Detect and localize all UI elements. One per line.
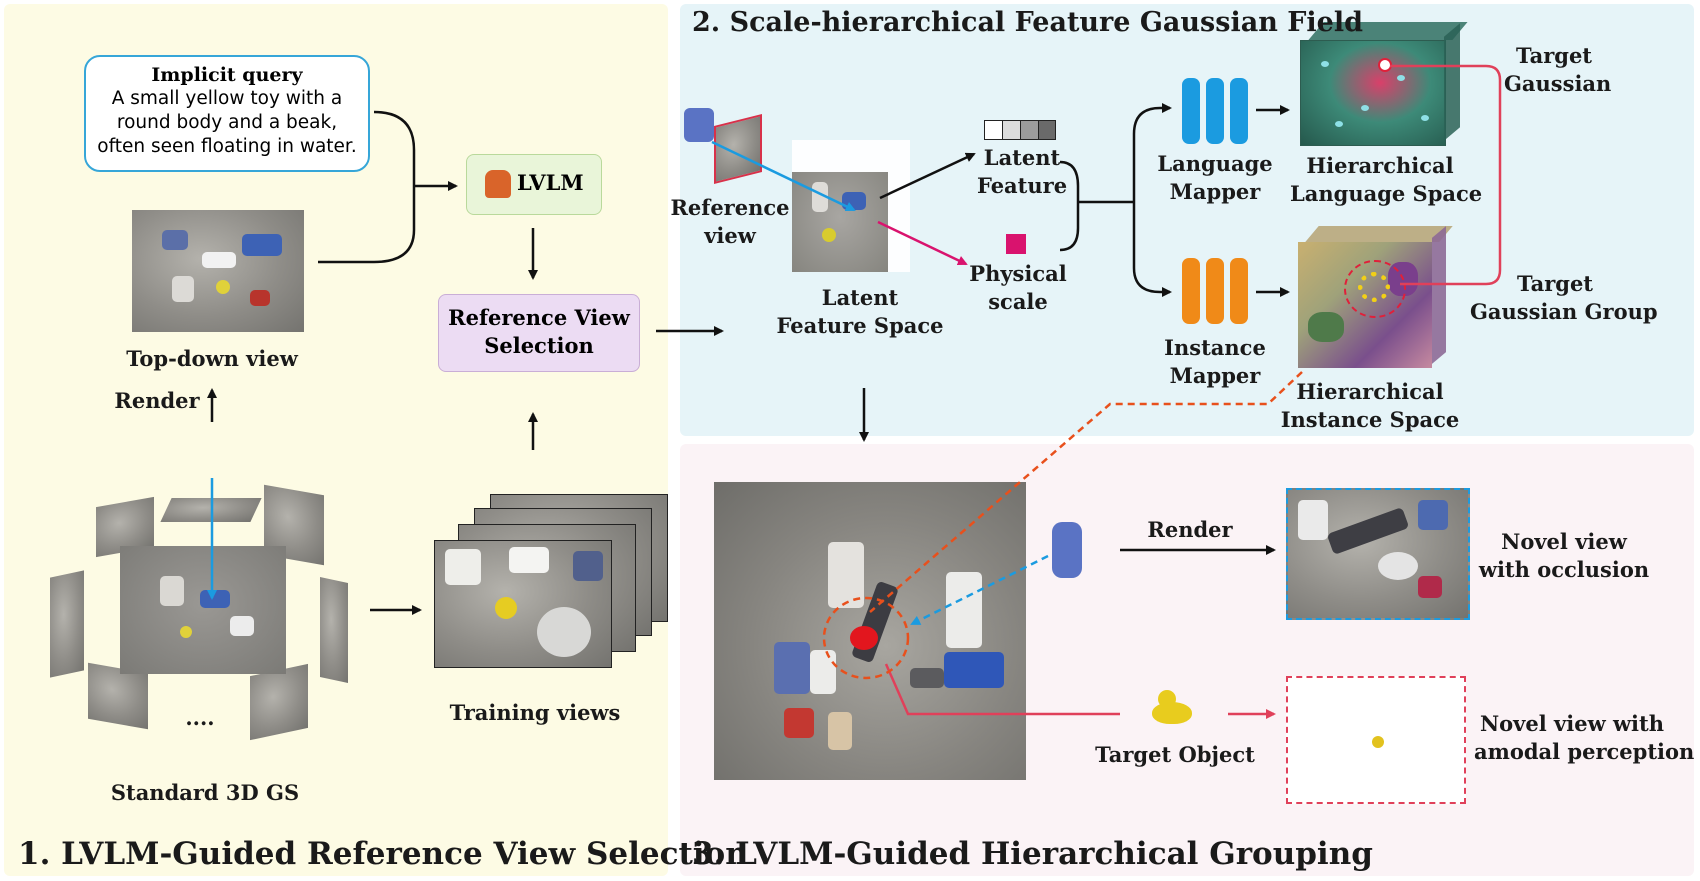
ref-camera-ray (711, 140, 856, 212)
target-object-label: Target Object (1095, 742, 1255, 767)
instance-mapper-icon (1182, 258, 1248, 324)
render-label-stage1: Render (114, 388, 200, 413)
instance-mapper-label-2: Mapper (1169, 363, 1261, 388)
ref-sel-line-2: Selection (484, 333, 594, 358)
inst-space-label-1: Hierarchical (1296, 379, 1444, 404)
lang-space-label-1: Hierarchical (1306, 153, 1454, 178)
instance-to-scene-link (869, 371, 1303, 613)
lang-space-label-2: Language Space (1290, 181, 1483, 206)
latent-feature-label-1: Latent (983, 145, 1061, 170)
reference-view-selection-box: Reference View Selection (438, 294, 640, 372)
branch-lower (1132, 202, 1172, 297)
ref-sel-line-1: Reference View (448, 305, 630, 330)
latent-space-label-2: Feature Space (776, 313, 944, 338)
query-line-2: round body and a beak, (116, 112, 338, 133)
target-gaussian-connector (1390, 64, 1502, 286)
target-group-label-2: Gaussian Group (1470, 299, 1658, 324)
target-group-label-1: Target (1516, 271, 1594, 296)
query-box: Implicit query A small yellow toy with a… (84, 55, 370, 172)
amodal-duck-icon (1372, 736, 1384, 748)
latent-feature-label-2: Feature (976, 173, 1068, 198)
language-mapper-label-1: Language (1157, 151, 1273, 176)
novel-camera-icon (1052, 522, 1082, 578)
training-views-label: Training views (449, 700, 621, 725)
top-down-view-label: Top-down view (126, 346, 298, 371)
instance-mapper-label-1: Instance (1164, 335, 1266, 360)
panel-title-3: 3. LVLM-Guided Hierarchical Grouping (692, 836, 1373, 872)
panel-title-1: 1. LVLM-Guided Reference View Selection (18, 836, 748, 872)
amodal-label-1: Novel view with (1479, 711, 1664, 736)
scene-cube-image (714, 482, 1026, 780)
arrow-to-latent-feature (879, 152, 976, 200)
scene-target-ring (822, 596, 910, 680)
arrow-to-physical-scale (877, 220, 968, 266)
novel-view-amodal-box (1286, 676, 1466, 804)
physical-scale-cube-icon (1006, 234, 1026, 254)
target-gaussian-label-2: Gaussian (1504, 71, 1612, 96)
physical-scale-label-2: scale (988, 289, 1048, 314)
novel-camera-ray (910, 554, 1049, 626)
lvlm-box: LVLM (466, 154, 602, 215)
standard-3dgs-label: Standard 3D GS (110, 780, 300, 805)
query-connector (318, 110, 416, 264)
novel-view-occlusion-image (1286, 488, 1470, 620)
query-title: Implicit query (151, 64, 303, 86)
lvlm-icon (485, 170, 511, 198)
amodal-label-2: amodal perception (1474, 739, 1695, 764)
reference-view-label-1: Reference (670, 195, 790, 220)
occlusion-label-1: Novel view (1501, 529, 1627, 554)
occlusion-label-2: with occlusion (1478, 557, 1650, 582)
gs-center-scene (120, 546, 286, 674)
language-space-cube (1300, 40, 1446, 146)
latent-feature-vector-icon (984, 120, 1056, 140)
branch-upper (1132, 103, 1172, 202)
top-down-view-image (132, 210, 304, 332)
lvlm-label: LVLM (517, 170, 584, 195)
target-object-connector (884, 663, 1120, 716)
inst-space-label-2: Instance Space (1280, 407, 1460, 432)
reference-camera-icon (684, 108, 714, 142)
render-label-stage3: Render (1147, 517, 1233, 542)
target-object-duck-icon (1152, 690, 1192, 724)
query-line-3: often seen floating in water. (97, 136, 357, 157)
physical-scale-label-1: Physical (969, 261, 1067, 286)
merge-bracket (1059, 160, 1080, 252)
training-view-1 (434, 540, 612, 668)
latent-space-label-1: Latent (821, 285, 899, 310)
reference-view-label-2: view (704, 223, 756, 248)
language-mapper-icon (1182, 78, 1248, 144)
language-mapper-label-2: Mapper (1169, 179, 1261, 204)
target-gaussian-group-ring (1344, 260, 1406, 318)
panel-title-2: 2. Scale-hierarchical Feature Gaussian F… (692, 7, 1363, 38)
target-gaussian-label-1: Target (1515, 43, 1593, 68)
query-line-1: A small yellow toy with a (111, 88, 343, 109)
dots-label: .... (185, 705, 215, 730)
